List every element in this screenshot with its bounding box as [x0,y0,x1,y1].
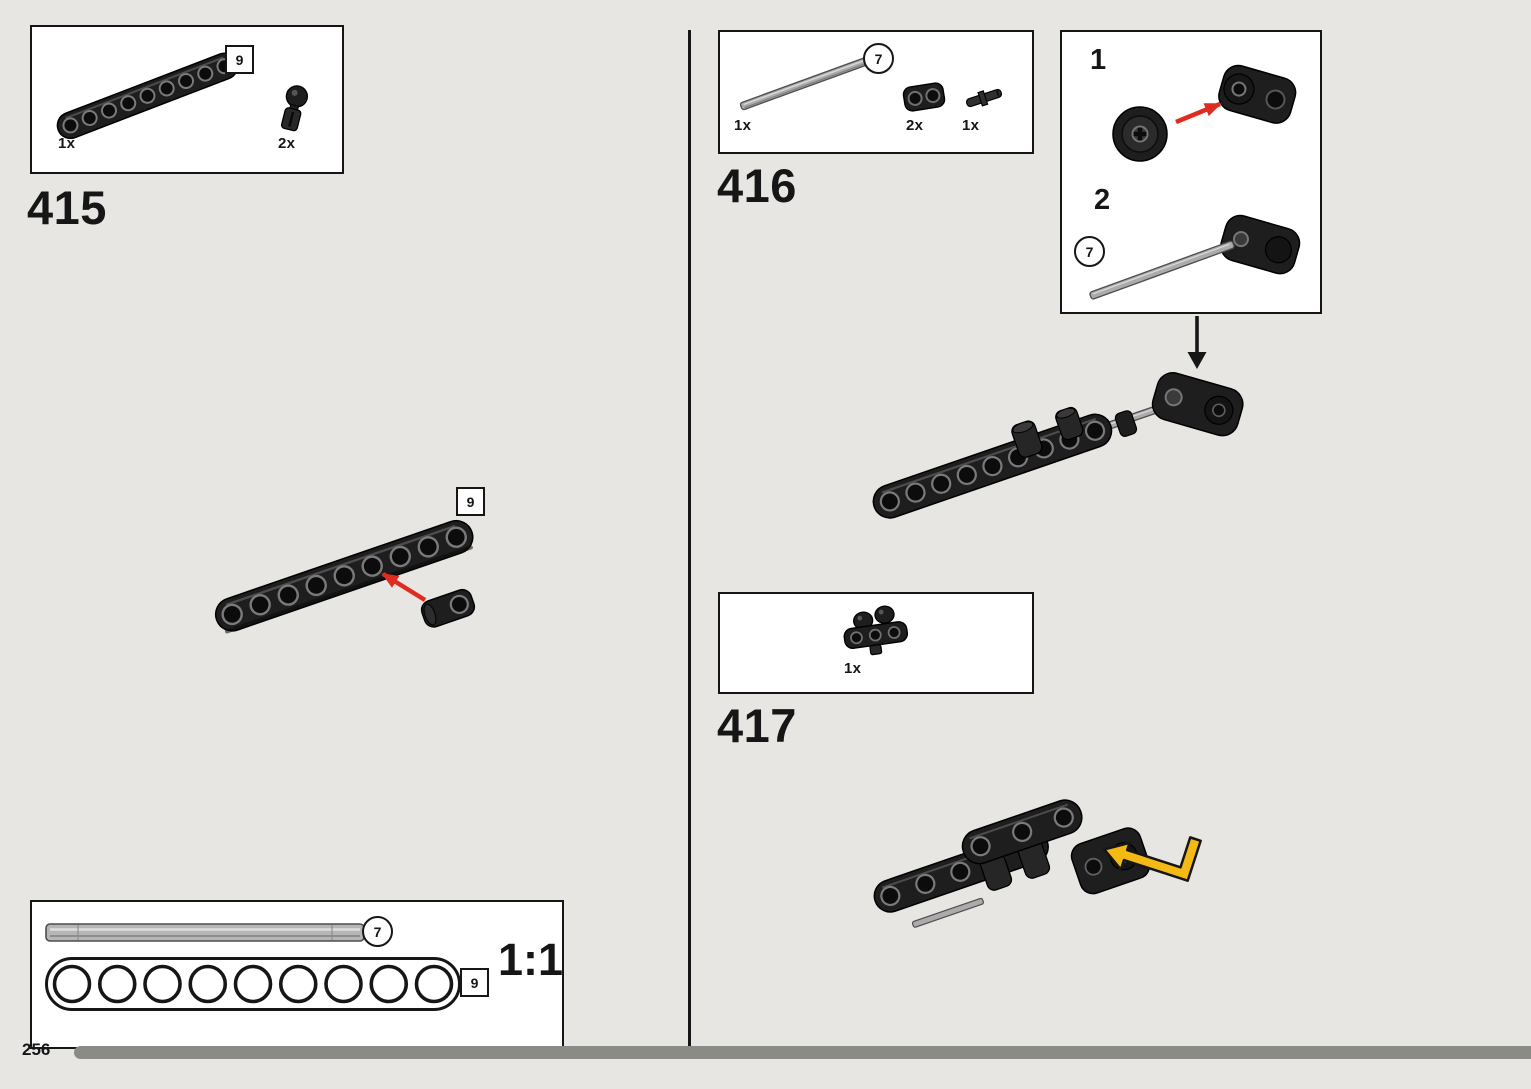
beam-9-actual-size [45,957,461,1011]
double-pin-connector-part [843,605,909,656]
connector-part-illustration [843,605,909,656]
towball-pin-attaching-part [420,588,476,628]
upper-beam [961,799,1083,865]
axle-protruding [911,897,984,928]
substep-1-label: 1 [1090,44,1107,76]
beam-length-callout: 9 [460,968,489,997]
substep-2-illustration [1089,214,1301,300]
towball-qty-label: 2x [278,135,296,152]
axle-7-part [739,55,874,111]
beam-qty-label: 1x [58,135,76,152]
connector-part [1218,64,1297,124]
hub-part [1112,106,1168,162]
footer-progress-bar [74,1046,1531,1059]
assembly-416-illustration [872,372,1244,519]
substep-2-label: 2 [1094,184,1111,216]
towball-pin-part-illustration [280,85,309,132]
beam-9-with-parts [872,413,1113,519]
yellow-arrow [1103,836,1202,882]
pin-qty-label: 1x [962,117,980,134]
axle-qty-label: 1x [734,117,752,134]
parts-box-417: 1x [718,592,1034,694]
parts-box-416: 7 1x 2x 1x [718,30,1034,154]
beam-9-actual-size-illustration [45,957,461,1011]
pin-part-illustration [965,88,1003,108]
down-arrow [1187,316,1207,369]
axle-7-inserting [1089,240,1235,300]
substeps-box-416: 1 [1060,30,1322,314]
scale-ratio-label: 1:1 [498,934,564,985]
connector-assembly [1220,214,1301,275]
step-number-417: 417 [717,699,797,752]
beam-9-part [56,52,239,140]
column-divider-line [688,30,691,1057]
axle-length-callout: 7 [863,43,894,74]
scale-1to1-box: 7 9 1:1 [30,900,564,1049]
cross-block-part-illustration [902,82,946,112]
part-qty-label: 1x [844,660,862,677]
towball-pin-part [280,85,309,132]
axle-7-actual-size-illustration [45,923,365,942]
axle-length-callout: 7 [1074,236,1105,267]
block-qty-label: 2x [906,117,924,134]
beam-9-part-illustration [56,52,239,140]
assembly-417-illustration [873,799,1202,928]
axle-length-callout: 7 [362,916,393,947]
substep-1-illustration [1112,64,1297,162]
axle-7-part-illustration [739,55,874,111]
assembly-415-illustration [214,519,476,634]
beam-length-callout: 9 [225,45,254,74]
step-number-416: 416 [717,159,797,212]
beam-9-assembly [214,519,474,634]
assembly-beam-length-callout: 9 [456,487,485,516]
connector-bush-1 [1011,420,1043,458]
page-number: 256 [22,1040,51,1059]
red-arrow [1175,101,1222,125]
connector-bush-2 [1055,406,1084,441]
step-number-415: 415 [27,181,107,234]
axle-bush [1114,410,1138,437]
parts-box-415: 9 1x 2x [30,25,344,174]
end-connector-block [1151,372,1244,437]
red-arrow [381,572,427,602]
pin-part [965,88,1003,108]
axle-7-actual-size [45,923,365,942]
cross-block-part [902,82,946,112]
